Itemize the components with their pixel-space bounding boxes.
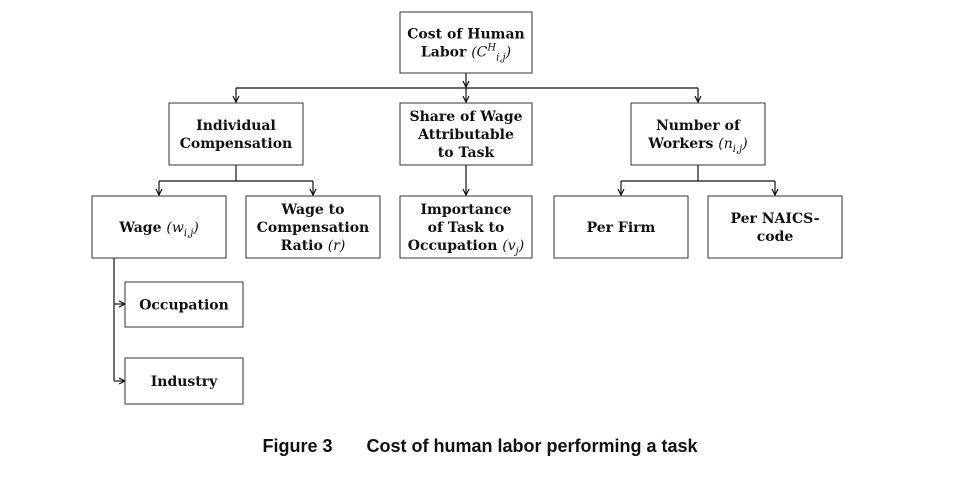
node-importance-of-task-label: Importance of Task to Occupation (vj) — [408, 202, 524, 257]
label-segment: Cost of Human — [407, 27, 524, 43]
node-importance-of-task: Importance of Task to Occupation (vj) — [399, 195, 533, 259]
label-segment: (v — [502, 238, 515, 254]
label-segment: ) — [192, 220, 198, 236]
node-occupation-label: Occupation — [139, 298, 229, 314]
label-segment: ) — [518, 238, 524, 254]
label-segment: Importance — [420, 202, 511, 218]
label-segment: Share of Wage — [409, 109, 522, 125]
node-number-of-workers-label: Number of Workers (ni,j) — [647, 118, 747, 155]
label-segment: j — [514, 246, 519, 257]
label-segment: (w — [166, 220, 183, 236]
arrowhead-wage-to-comp — [309, 188, 317, 197]
label-segment: i,j — [184, 228, 193, 239]
label-segment: Workers — [647, 136, 718, 152]
arrowhead-wage — [155, 188, 163, 197]
node-per-naics-code-label: Per NAICS-code — [730, 211, 819, 245]
label-segment: to Task — [438, 145, 495, 161]
node-industry-label: Industry — [151, 374, 218, 390]
label-segment: Per Firm — [587, 220, 656, 236]
label-segment: Labor — [421, 45, 471, 61]
label-segment: Occupation — [139, 298, 229, 314]
arrowhead-per-firm — [617, 188, 625, 197]
label-segment: i,j — [496, 53, 505, 64]
label-segment: code — [757, 229, 794, 245]
node-per-naics-code: Per NAICS-code — [707, 195, 843, 259]
arrowhead-importance — [462, 188, 470, 197]
label-segment: Compensation — [257, 220, 369, 236]
label-segment: Per NAICS- — [730, 211, 819, 227]
label-segment: (r) — [328, 238, 346, 254]
label-segment: Ratio — [281, 238, 328, 254]
label-segment: ) — [741, 136, 747, 152]
label-segment: Number of — [656, 118, 741, 134]
arrowhead-root-stem — [462, 80, 470, 89]
figure-caption: Figure 3 Cost of human labor performing a… — [0, 436, 960, 457]
arrowhead-individual-compensation — [232, 95, 240, 104]
label-segment: Wage — [118, 220, 166, 236]
node-industry: Industry — [124, 357, 244, 405]
label-segment: Wage to — [281, 202, 345, 218]
label-segment: Industry — [151, 374, 218, 390]
node-occupation: Occupation — [124, 281, 244, 328]
label-segment: of Task to — [428, 220, 505, 236]
label-segment: (n — [718, 136, 732, 152]
figure-title: Cost of human labor performing a task — [366, 436, 698, 456]
figure-label: Figure 3 — [262, 436, 333, 456]
label-segment: Attributable — [417, 127, 514, 143]
label-segment: Compensation — [180, 136, 292, 152]
label-segment: Individual — [196, 118, 276, 134]
arrowhead-per-naics — [771, 188, 779, 197]
node-wage: Wage (wi,j) — [91, 195, 227, 259]
arrowhead-share-of-wage — [462, 95, 470, 104]
label-segment: ) — [505, 45, 511, 61]
node-wage-label: Wage (wi,j) — [118, 220, 199, 239]
label-segment: (C — [471, 45, 487, 61]
label-segment: i,j — [733, 144, 742, 155]
diagram-edges — [113, 73, 776, 382]
arrowhead-number-of-workers — [694, 95, 702, 104]
node-per-firm: Per Firm — [553, 195, 689, 259]
label-segment: Occupation — [408, 238, 502, 254]
node-per-firm-label: Per Firm — [587, 220, 656, 236]
diagram-arrowheads — [118, 80, 779, 385]
label-segment: H — [486, 43, 496, 54]
node-number-of-workers: Number of Workers (ni,j) — [630, 102, 766, 166]
